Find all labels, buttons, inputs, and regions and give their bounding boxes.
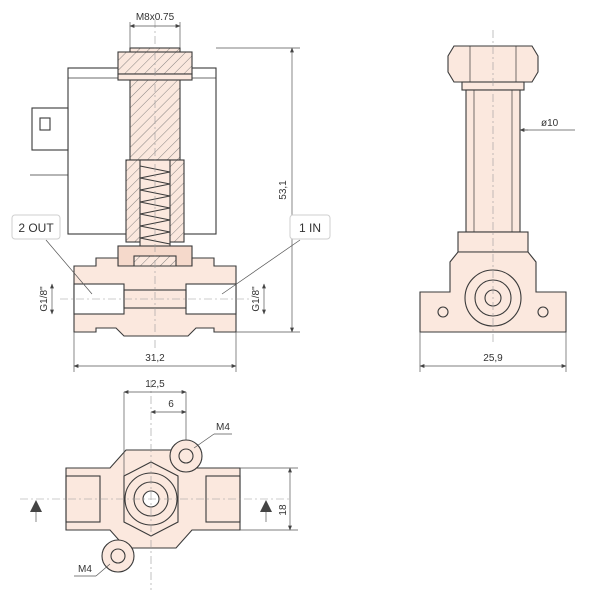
hole-lower-label: M4 [78, 564, 92, 575]
thread-top-label: M8x0.75 [136, 12, 175, 23]
port-thread-right-label: G1/8" [251, 286, 262, 312]
width-side-label: 25,9 [483, 353, 503, 364]
diameter-label: ø10 [541, 118, 559, 129]
depth-label: 18 [278, 504, 289, 516]
dim-6-label: 6 [168, 399, 174, 410]
plunger [139, 159, 171, 253]
spring [139, 165, 171, 245]
width-front-label: 31,2 [145, 353, 165, 364]
port-thread-left-label: G1/8" [39, 286, 50, 312]
side-view: ø10 25,9 [419, 30, 575, 372]
height-label: 53,1 [278, 180, 289, 200]
front-section-view: M8x0.75 53,1 31,2 G1/8" G1/8" 2 OUT 1 IN [11, 12, 331, 372]
top-view: 12,5 6 M4 M4 18 [20, 379, 298, 590]
dim-12-5-label: 12,5 [145, 379, 165, 390]
port-in-label: 1 IN [299, 221, 321, 235]
port-out-label: 2 OUT [18, 221, 54, 235]
hole-upper-label: M4 [216, 422, 230, 433]
